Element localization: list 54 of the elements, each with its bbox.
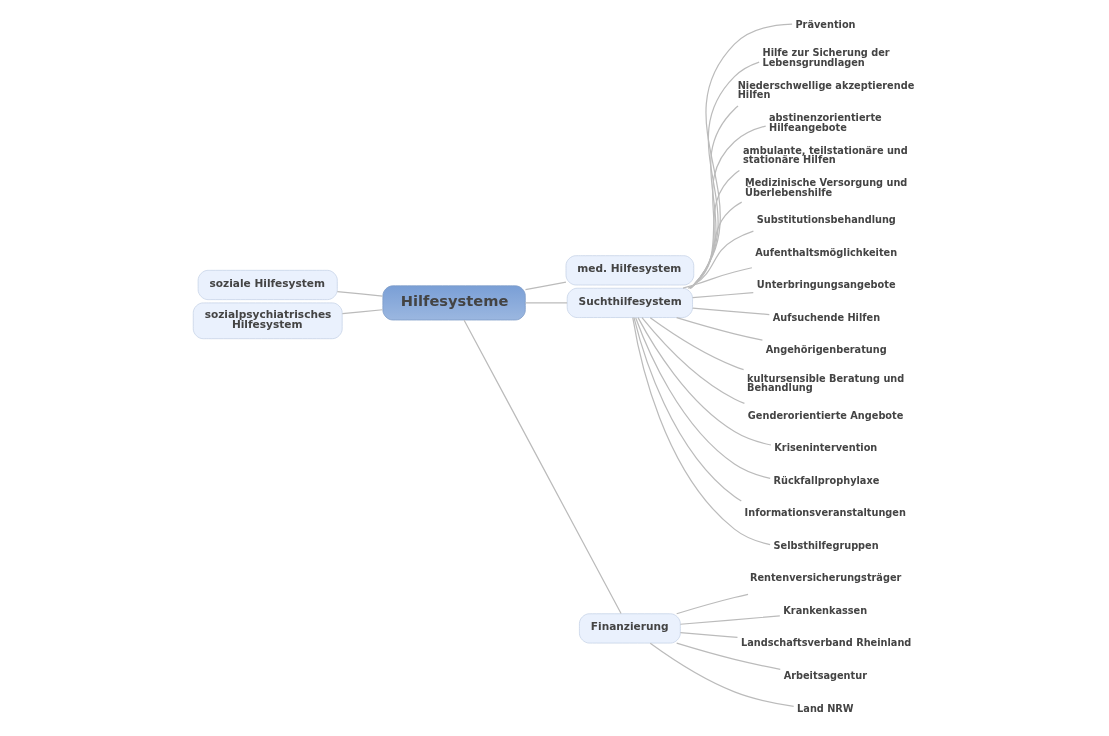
connector [649,317,744,371]
node-text: Informationsveranstaltungen [744,507,906,519]
node-box: Suchthilfesystem [566,287,693,318]
connector [689,23,793,289]
connector [631,317,771,546]
connector [636,317,772,446]
connector [689,61,760,289]
node-text: Angehörigenberatung [765,344,887,356]
node-text: ambulante, teilstationäre und stationäre Hilfen [742,144,908,166]
connector [336,291,383,297]
node-text: Medizinische Versorgung und Überlebenshilfe [744,177,907,198]
connector [689,125,766,289]
connector [679,632,738,638]
node-text: Unterbringungsangebote [756,279,896,291]
connector [524,281,567,291]
node-text: Hilfe zur Sicherung der Lebensgrundlagen [762,46,890,68]
node-text: abstinenzorientierte Hilfeangebote [768,112,882,133]
node-text: Arbeitsagentur [783,669,867,681]
node-box: med. Hilfesystem [565,255,694,286]
connector [649,642,794,707]
node-text: Aufsuchende Hilfen [772,311,880,323]
node-text: kultursensible Beratung und Behandlung [746,372,904,394]
node-text: Substitutionsbehandlung [756,214,896,226]
connector [681,267,752,289]
node-text: Landschaftsverband Rheinland [740,637,911,649]
connector [679,615,780,625]
connector [688,169,740,289]
node-text: Selbsthilfegruppen [773,539,879,551]
connector [463,319,622,615]
connector [640,317,745,404]
node-text: Niederschwellige akzeptierende Hilfen [737,79,914,101]
node-text: Krisenintervention [773,442,877,454]
connector [632,317,742,502]
connector [675,642,781,670]
node-box: Finanzierung [578,613,681,644]
connector [689,105,739,289]
node-text: Rückfallprophylaxe [773,474,879,486]
node-box: soziale Hilfesystem [197,269,338,301]
connector [341,309,383,315]
connector [634,317,771,479]
connector [675,317,763,341]
node-text: Genderorientierte Angebote [747,409,903,421]
connector [691,292,754,299]
node-box: sozialpsychiatrisches Hilfesystem [192,302,343,340]
node-text: Krankenkassen [782,604,867,616]
connector [691,307,770,316]
node-text: Aufenthaltsmöglichkeiten [754,246,897,258]
connector [675,593,749,615]
node-text: Prävention [794,18,856,30]
node-text: Land NRW [796,702,854,714]
connector [686,230,754,289]
connector [524,302,568,304]
node-text: Rentenversicherungsträger [749,572,901,584]
node-box: Hilfesysteme [381,285,526,321]
